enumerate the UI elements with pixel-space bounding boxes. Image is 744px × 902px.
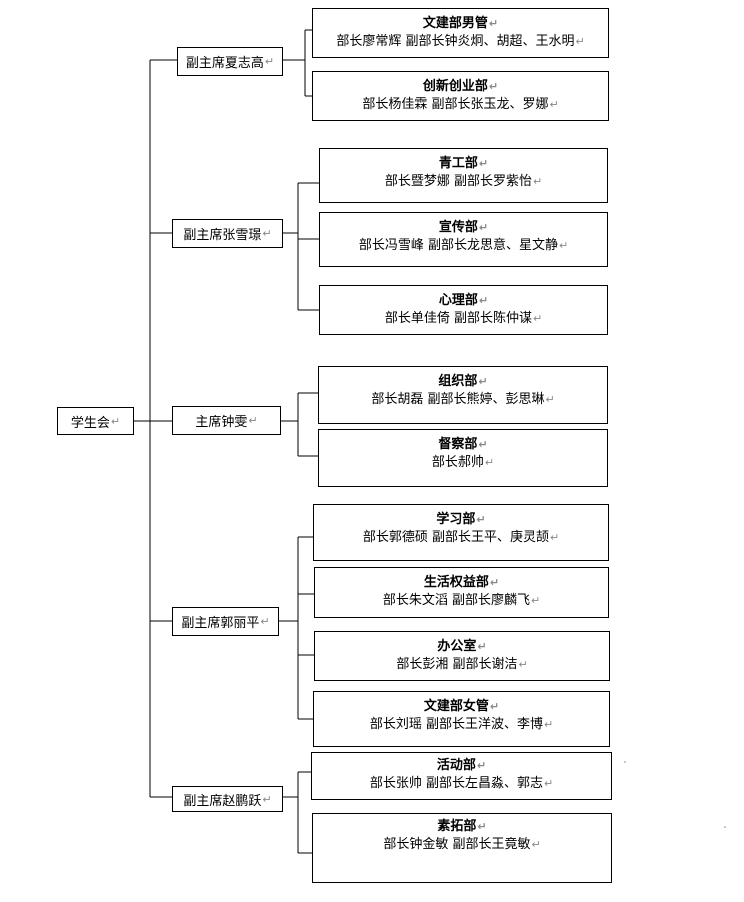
dept-title: 文建部女管 (423, 699, 489, 714)
stray-dot (624, 761, 626, 763)
dept-members: 部长彭湘 副部长谢洁 (396, 657, 518, 672)
return-mark-icon: ↵ (488, 80, 499, 93)
dept-box: 生活权益部↵ 部长朱文滔 副部长廖麟飞↵ (314, 567, 609, 618)
vp-box-2: 副主席张雪璟↵ (172, 219, 283, 248)
dept-box: 文建部男管↵ 部长廖常辉 副部长钟炎炯、胡超、王水明↵ (312, 8, 609, 58)
dept-box: 青工部↵ 部长暨梦娜 副部长罗紫怡↵ (319, 148, 608, 203)
return-mark-icon: ↵ (484, 456, 495, 469)
dept-members: 部长单佳倚 副部长陈仲谋 (384, 311, 532, 326)
return-mark-icon: ↵ (477, 640, 487, 653)
return-mark-icon: ↵ (477, 820, 487, 833)
return-mark-icon: ↵ (488, 17, 499, 30)
vp-label-1: 副主席夏志高 (185, 56, 264, 71)
stray-dot (724, 826, 726, 828)
return-mark-icon: ↵ (478, 157, 489, 170)
vp-box-4: 副主席郭丽平↵ (172, 607, 279, 636)
dept-box: 学习部↵ 部长郭德硕 副部长王平、庚灵颉↵ (313, 504, 609, 561)
dept-members: 部长冯雪峰 副部长龙思意、星文静 (358, 238, 558, 253)
root-label: 学生会 (70, 415, 110, 431)
vp-label-2: 副主席张雪璟 (183, 228, 262, 243)
return-mark-icon: ↵ (262, 227, 272, 240)
dept-box: 文建部女管↵ 部长刘瑶 副部长王洋波、李博↵ (313, 691, 610, 747)
dept-members: 部长胡磊 副部长熊婷、彭思琳 (371, 392, 545, 407)
dept-members: 部长郝帅 (431, 455, 484, 470)
vp-label-5: 副主席赵鹏跃 (183, 793, 262, 809)
return-mark-icon: ↵ (489, 576, 500, 589)
dept-title: 文建部男管 (422, 16, 488, 31)
dept-box: 活动部↵ 部长张帅 副部长左昌淼、郭志↵ (311, 752, 612, 800)
return-mark-icon: ↵ (478, 438, 488, 451)
dept-members: 部长暨梦娜 副部长罗紫怡 (384, 174, 532, 189)
return-mark-icon: ↵ (489, 700, 500, 713)
dept-members: 部长杨佳霖 副部长张玉龙、罗娜 (362, 97, 549, 112)
return-mark-icon: ↵ (543, 777, 554, 790)
return-mark-icon: ↵ (549, 98, 559, 111)
dept-title: 创新创业部 (422, 79, 488, 94)
dept-members: 部长廖常辉 副部长钟炎炯、胡超、王水明 (336, 34, 575, 49)
dept-title: 组织部 (438, 374, 478, 389)
return-mark-icon: ↵ (530, 594, 541, 607)
root-box: 学生会↵ (57, 407, 134, 435)
dept-title: 素拓部 (437, 819, 477, 834)
dept-box: 宣传部↵ 部长冯雪峰 副部长龙思意、星文静↵ (319, 212, 608, 267)
return-mark-icon: ↵ (543, 718, 554, 731)
dept-members: 部长郭德硕 副部长王平、庚灵颉 (362, 530, 549, 545)
return-mark-icon: ↵ (264, 55, 275, 68)
return-mark-icon: ↵ (549, 531, 560, 544)
vp-label-3: 主席钟雯 (195, 415, 248, 430)
vp-box-5: 副主席赵鹏跃↵ (172, 786, 283, 812)
dept-title: 督察部 (438, 437, 478, 452)
dept-box: 督察部↵ 部长郝帅↵ (318, 429, 608, 487)
dept-members: 部长钟金敏 副部长王竟敏 (383, 837, 531, 852)
return-mark-icon: ↵ (575, 35, 585, 48)
dept-members: 部长张帅 副部长左昌淼、郭志 (369, 776, 543, 791)
return-mark-icon: ↵ (476, 513, 486, 526)
return-mark-icon: ↵ (478, 221, 489, 234)
return-mark-icon: ↵ (545, 393, 555, 406)
dept-title: 学习部 (436, 512, 476, 527)
vp-label-4: 副主席郭丽平 (181, 616, 260, 631)
dept-title: 生活权益部 (423, 575, 489, 590)
dept-members: 部长刘瑶 副部长王洋波、李博 (369, 717, 543, 732)
return-mark-icon: ↵ (478, 294, 489, 307)
dept-members: 部长朱文滔 副部长廖麟飞 (382, 593, 530, 608)
dept-box: 组织部↵ 部长胡磊 副部长熊婷、彭思琳↵ (318, 366, 608, 424)
return-mark-icon: ↵ (260, 615, 270, 628)
return-mark-icon: ↵ (110, 414, 121, 428)
return-mark-icon: ↵ (248, 414, 258, 427)
return-mark-icon: ↵ (558, 239, 569, 252)
dept-title: 活动部 (436, 758, 476, 773)
return-mark-icon: ↵ (532, 175, 543, 188)
dept-title: 宣传部 (438, 220, 478, 235)
dept-title: 青工部 (438, 156, 478, 171)
return-mark-icon: ↵ (478, 375, 488, 388)
return-mark-icon: ↵ (262, 792, 272, 806)
return-mark-icon: ↵ (531, 838, 541, 851)
dept-box: 心理部↵ 部长单佳倚 副部长陈仲谋↵ (319, 285, 608, 335)
return-mark-icon: ↵ (532, 312, 543, 325)
dept-box: 创新创业部↵ 部长杨佳霖 副部长张玉龙、罗娜↵ (312, 71, 609, 121)
dept-title: 办公室 (437, 639, 477, 654)
return-mark-icon: ↵ (476, 759, 487, 772)
dept-title: 心理部 (438, 293, 478, 308)
vp-box-1: 副主席夏志高↵ (177, 47, 283, 76)
dept-box: 素拓部↵ 部长钟金敏 副部长王竟敏↵ (312, 813, 612, 883)
return-mark-icon: ↵ (518, 658, 528, 671)
dept-box: 办公室↵ 部长彭湘 副部长谢洁↵ (314, 631, 610, 681)
vp-box-3: 主席钟雯↵ (172, 406, 281, 435)
